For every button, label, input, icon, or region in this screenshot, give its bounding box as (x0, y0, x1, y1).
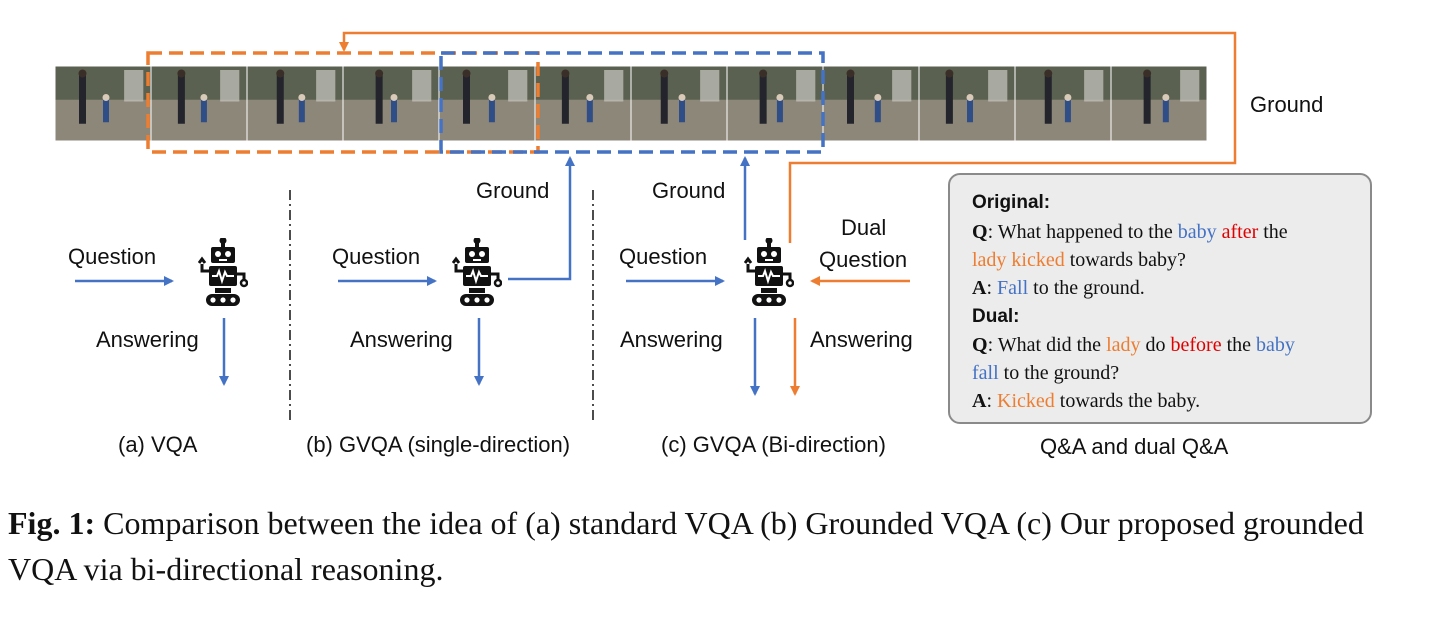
panel-title-b: (b) GVQA (single-direction) (306, 432, 571, 457)
answering-label-b: Answering (350, 327, 453, 352)
dual-question-label: Question (819, 247, 908, 272)
panel-title-a: (a) VQA (118, 432, 198, 457)
video-frame (438, 65, 536, 142)
robot-icon-b (452, 238, 502, 308)
dual-question: Q: What did the lady do before the baby (972, 334, 1295, 356)
caption-text: Comparison between the idea of (a) stand… (8, 505, 1364, 587)
video-frame (534, 65, 632, 142)
dual-question-cont: fall to the ground? (972, 362, 1120, 384)
answering-label-a: Answering (96, 327, 199, 352)
ground-label-c: Ground (652, 178, 726, 203)
video-frame (822, 65, 920, 142)
original-question: Q: What happened to the baby after the (972, 221, 1288, 243)
video-frame (342, 65, 440, 142)
video-frame (150, 65, 248, 142)
ground-label-top-right: Ground (1250, 92, 1324, 117)
answering-label-c-orange: Answering (810, 327, 913, 352)
question-label-c: Question (619, 244, 708, 269)
question-label-a: Question (68, 244, 157, 269)
question-label-b: Question (332, 244, 421, 269)
video-frame (1110, 65, 1208, 142)
answering-label-c-blue: Answering (620, 327, 723, 352)
video-frame (630, 65, 728, 142)
original-header: Original: (972, 192, 1051, 213)
dual-header: Dual: (972, 306, 1020, 327)
robot-icon-c (744, 238, 794, 308)
figure-caption: Fig. 1: Comparison between the idea of (… (8, 500, 1428, 592)
caption-label: Fig. 1: (8, 505, 96, 541)
panel-title-c: (c) GVQA (Bi-direction) (661, 432, 886, 457)
robot-icon-a (198, 238, 248, 308)
blue-grounding-box (439, 51, 825, 154)
orange-ground-loop-arrow (339, 31, 1237, 243)
dual-label: Dual (841, 215, 887, 240)
video-frame (918, 65, 1016, 142)
panel-title-d: Q&A and dual Q&A (1040, 434, 1229, 459)
video-frame (246, 65, 344, 142)
ground-label-b: Ground (476, 178, 550, 203)
orange-grounding-box (146, 51, 540, 154)
qa-example-box: Original: Q: What happened to the baby a… (948, 173, 1372, 424)
video-frame-strip (54, 65, 1208, 142)
ground-arrow-b (508, 156, 575, 281)
original-answer: A: Fall to the ground. (972, 277, 1145, 299)
dual-answer: A: Kicked towards the baby. (972, 390, 1201, 412)
video-frame (54, 65, 152, 142)
video-frame (726, 65, 824, 142)
original-question-cont: lady kicked towards baby? (972, 249, 1186, 271)
video-frame (1014, 65, 1112, 142)
